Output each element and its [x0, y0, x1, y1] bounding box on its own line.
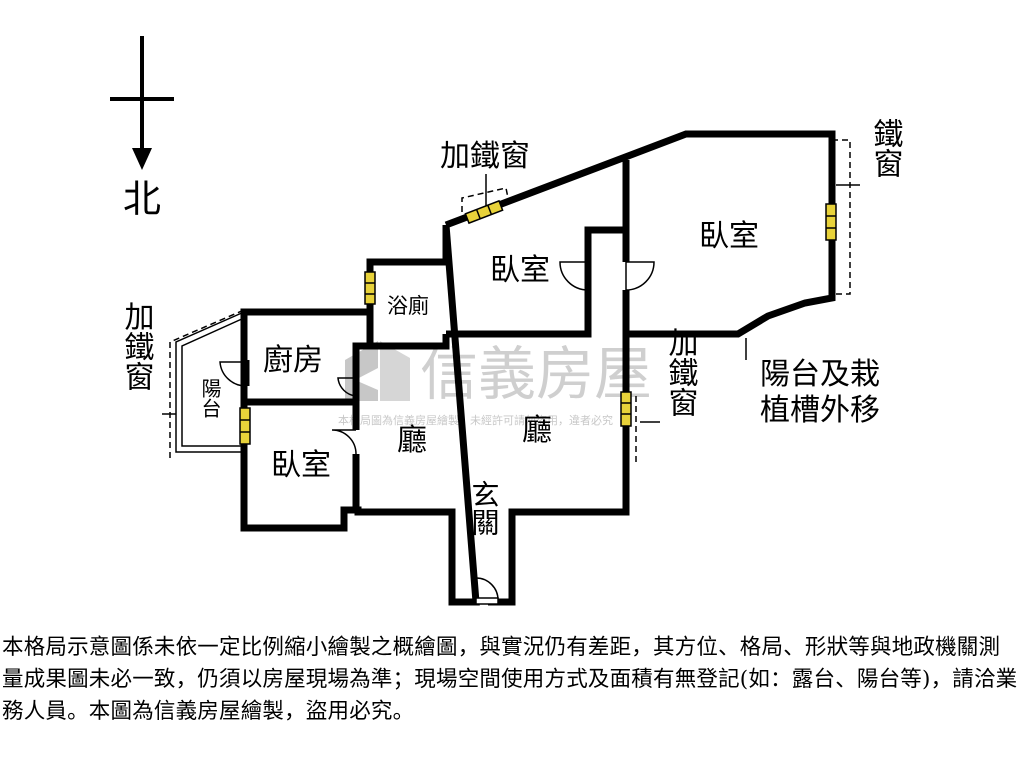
window-top — [464, 199, 504, 225]
north-label: 北 — [123, 177, 161, 221]
window-living — [620, 391, 632, 427]
floor-plan: 北 信義房屋 本格局圖為信義房屋繪製，未經許可請勿盜用，違者必究 — [110, 36, 904, 606]
watermark: 信義房屋 本格局圖為信義房屋繪製，未經許可請勿盜用，違者必究 — [338, 340, 652, 427]
leader-lines — [162, 174, 860, 423]
room-bedroom-main: 臥室 — [699, 219, 759, 254]
room-balcony: 陽台 — [198, 378, 222, 418]
room-bedroom-middle: 臥室 — [490, 253, 550, 288]
note-iron-window-left: 加鐵窗 — [119, 301, 155, 391]
compass-arrow-icon — [132, 148, 152, 170]
room-bathroom: 浴廁 — [387, 294, 429, 318]
note-iron-window-top: 加鐵窗 — [440, 139, 530, 174]
doors — [219, 261, 655, 601]
balcony-rail — [175, 311, 245, 453]
note-iron-window-right: 鐵窗 — [868, 118, 904, 178]
window-right — [825, 203, 837, 241]
windows — [239, 199, 837, 605]
room-bedroom-small: 臥室 — [271, 448, 331, 483]
room-living-right: 廳 — [522, 413, 552, 448]
window-dash-lines — [169, 139, 851, 462]
room-living-left: 廳 — [397, 423, 427, 458]
entrance-door[interactable] — [475, 597, 499, 605]
room-entrance: 玄關 — [468, 480, 501, 536]
compass: 北 — [110, 36, 174, 221]
room-kitchen: 廚房 — [263, 343, 323, 378]
note-balcony-planter: 陽台及栽植槽外移 — [760, 357, 880, 428]
watermark-fine-print: 本格局圖為信義房屋繪製，未經許可請勿盜用，違者必究 — [338, 413, 613, 427]
window-bedroom-small — [239, 407, 251, 445]
window-bathroom — [364, 271, 376, 305]
note-iron-window-center: 加鐵窗 — [663, 327, 699, 417]
disclaimer: 本格局示意圖係未依一定比例縮小繪製之概繪圖，與實況仍有差距，其方位、格局、形狀等… — [2, 635, 1018, 724]
